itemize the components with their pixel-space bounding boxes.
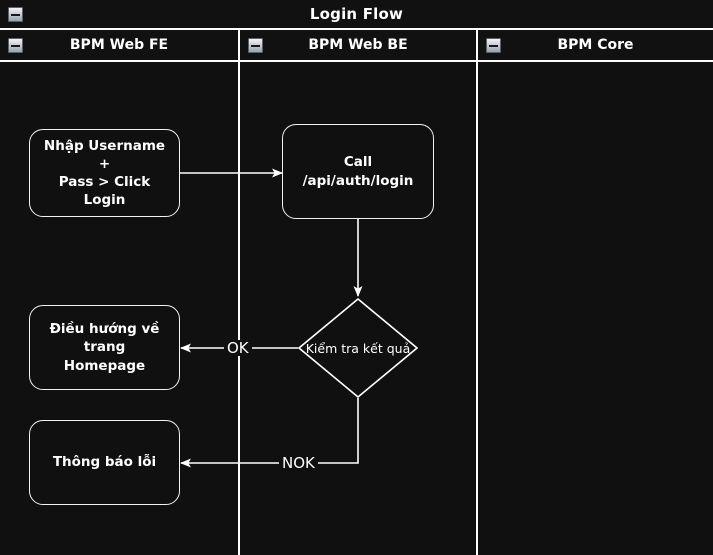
edge-label-ok: OK — [224, 340, 252, 356]
diagram-title: Login Flow — [309, 5, 404, 23]
node-thong-bao-loi[interactable]: Thông báo lỗi — [29, 420, 180, 505]
collapse-icon-lane-fe[interactable] — [8, 38, 23, 53]
lane-label-bpm-core: BPM Core — [557, 37, 634, 53]
lane-divider-fe-be — [238, 30, 240, 555]
node-dieu-huong-ve-trang-homepage[interactable]: Điều hướng về trang Homepage — [29, 305, 180, 390]
lane-label-bpm-web-fe: BPM Web FE — [69, 37, 169, 53]
lane-header-bpm-core[interactable]: BPM Core — [478, 30, 713, 60]
node-call-api-auth-login[interactable]: Call /api/auth/login — [282, 124, 434, 219]
lane-label-bpm-web-be: BPM Web BE — [308, 37, 408, 53]
collapse-icon-lane-be[interactable] — [248, 38, 263, 53]
diamond-shape-icon — [298, 298, 418, 398]
edge-n3-to-n5-nok — [180, 398, 359, 468]
lane-header-row: BPM Web FE BPM Web BE BPM Core — [0, 30, 713, 62]
diagram-title-bar: Login Flow — [0, 0, 713, 30]
lane-header-bpm-web-fe[interactable]: BPM Web FE — [0, 30, 238, 60]
node-nhap-username-click-login[interactable]: Nhập Username + Pass > Click Login — [29, 129, 180, 217]
collapse-icon-diagram[interactable] — [8, 7, 23, 22]
edge-label-nok: NOK — [279, 455, 318, 471]
collapse-icon-lane-core[interactable] — [486, 38, 501, 53]
node-kiem-tra-ket-qua[interactable]: Kiểm tra kết quả — [298, 298, 418, 398]
lane-header-bpm-web-be[interactable]: BPM Web BE — [240, 30, 476, 60]
node-label-kiem-tra-ket-qua: Kiểm tra kết quả — [305, 340, 411, 356]
lane-divider-be-core — [476, 30, 478, 555]
